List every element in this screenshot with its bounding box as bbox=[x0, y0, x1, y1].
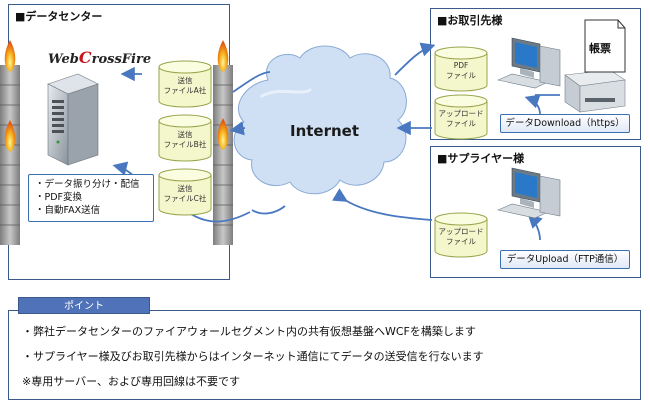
supplier-action-label: データUpload（FTP通信） bbox=[500, 250, 630, 269]
point-item: ・サプライヤー様及びお取引先様からはインターネット通信にてデータの送受信を行ない… bbox=[22, 350, 484, 363]
client-pc-icon bbox=[497, 37, 561, 89]
file-a-line2: ファイルA社 bbox=[163, 86, 207, 95]
firewall-left-icon bbox=[0, 40, 20, 245]
arrow-client-label-to-pc bbox=[524, 94, 541, 115]
points-box bbox=[8, 310, 641, 400]
cylinder-icon bbox=[158, 60, 212, 108]
firewall-right-icon bbox=[213, 40, 233, 245]
arrow-dc-to-cloud-bottom bbox=[251, 205, 286, 215]
logo-suffix: rossFire bbox=[91, 52, 152, 67]
cylinder-icon bbox=[434, 46, 488, 92]
client-pdf-line1: PDF bbox=[453, 61, 469, 70]
arrow-cloud-to-client-pdf bbox=[394, 42, 436, 76]
file-cylinder-a: 送信ファイルA社 bbox=[158, 60, 212, 108]
internet-cloud-icon bbox=[233, 45, 407, 195]
supplier-title: ■サプライヤー様 bbox=[437, 152, 525, 165]
feature-item: ・自動FAX送信 bbox=[35, 205, 101, 216]
printer-icon bbox=[564, 69, 626, 113]
supplier-upload-line2: ファイル bbox=[446, 237, 476, 246]
client-upload-line1: アップロード bbox=[438, 109, 484, 118]
client-action-label: データDownload（https） bbox=[500, 114, 630, 133]
file-c-line1: 送信 bbox=[177, 184, 193, 193]
client-upload-line2: ファイル bbox=[446, 119, 476, 128]
point-item: ※専用サーバー、および専用回線は不要です bbox=[22, 375, 240, 388]
file-b-line1: 送信 bbox=[177, 130, 193, 139]
cylinder-icon bbox=[434, 212, 488, 258]
supplier-pc-icon bbox=[497, 167, 561, 219]
webcrossfire-logo: WebCrossFire bbox=[48, 48, 151, 67]
cylinder-icon bbox=[434, 94, 488, 140]
datacenter-title: ■データセンター bbox=[15, 10, 103, 23]
supplier-file-upload: アップロードファイル bbox=[434, 212, 488, 258]
arrow-dc-to-cloud-top bbox=[232, 71, 271, 93]
supplier-upload-line1: アップロード bbox=[438, 227, 484, 236]
client-file-upload: アップロードファイル bbox=[434, 94, 488, 140]
feature-item: ・PDF変換 bbox=[35, 192, 83, 203]
point-item: ・弊社データセンターのファイアウォールセグメント内の共有仮想基盤へWCFを構築し… bbox=[22, 325, 476, 338]
logo-c: C bbox=[78, 48, 92, 67]
cylinder-icon bbox=[158, 168, 212, 216]
feature-callout: ・データ振り分け・配信 ・PDF変換 ・自動FAX送信 bbox=[28, 174, 154, 222]
file-cylinder-c: 送信ファイルC社 bbox=[158, 168, 212, 216]
file-a-line1: 送信 bbox=[177, 76, 193, 85]
logo-prefix: Web bbox=[48, 52, 79, 67]
internet-label: Internet bbox=[290, 122, 360, 140]
file-b-line2: ファイルB社 bbox=[163, 140, 207, 149]
document-icon bbox=[584, 19, 626, 73]
arrow-supplier-label-to-pc bbox=[527, 213, 543, 241]
document-label: 帳票 bbox=[589, 42, 611, 55]
points-header: ポイント bbox=[18, 297, 150, 314]
file-c-line2: ファイルC社 bbox=[163, 194, 207, 203]
arrow-supplier-to-cloud bbox=[332, 188, 433, 221]
cylinder-icon bbox=[158, 114, 212, 162]
client-pdf-line2: ファイル bbox=[446, 71, 476, 80]
arrow-cloud-to-dc-mid bbox=[229, 121, 246, 136]
file-cylinder-b: 送信ファイルB社 bbox=[158, 114, 212, 162]
server-icon bbox=[47, 73, 99, 166]
client-title: ■お取引先様 bbox=[437, 14, 503, 27]
feature-item: ・データ振り分け・配信 bbox=[35, 179, 140, 190]
